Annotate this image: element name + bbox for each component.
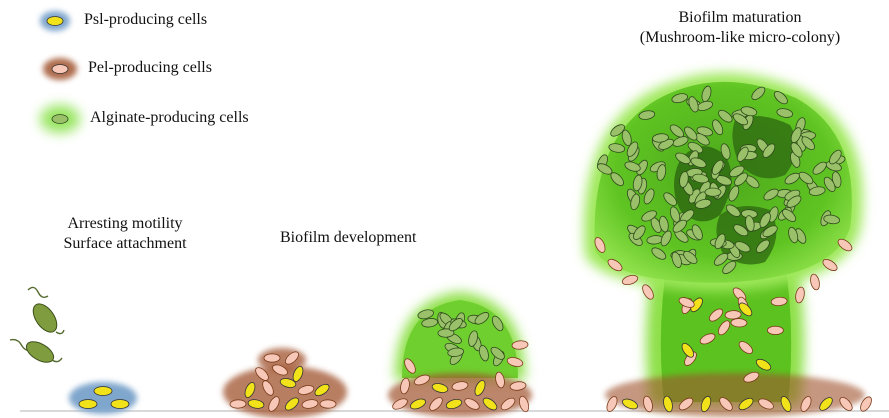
pel-cell — [809, 273, 821, 290]
pel-cell — [264, 354, 280, 362]
stage-maturation-line2: (Mushroom-like micro-colony) — [590, 28, 889, 48]
attached-cell-cluster — [69, 382, 137, 414]
legend-label: Psl-producing cells — [84, 11, 207, 29]
stage-attachment-title: Arresting motility Surface attachment — [40, 214, 210, 254]
legend-alginate-icon — [40, 105, 80, 133]
developing-biofilm-dome — [388, 292, 532, 417]
motile-bacterium-icon — [10, 338, 62, 367]
stage-maturation-title: Biofilm maturation (Mushroom-like micro-… — [590, 8, 889, 48]
pel-cell — [731, 318, 747, 327]
mushroom-microcolony — [584, 73, 874, 417]
stage-development-title: Biofilm development — [280, 228, 416, 248]
pel-cell — [230, 400, 246, 409]
stage-maturation-line1: Biofilm maturation — [590, 8, 889, 28]
stage-attachment-line1: Arresting motility — [40, 214, 210, 234]
alg-cell — [705, 188, 721, 196]
legend-item-psl: Psl-producing cells — [84, 11, 207, 29]
legend-item-alginate: Alginate-producing cells — [90, 109, 249, 127]
legend-label: Alginate-producing cells — [90, 109, 249, 127]
legend-label: Pel-producing cells — [88, 59, 212, 77]
stage-attachment-line2: Surface attachment — [40, 234, 210, 254]
legend-pel-icon — [43, 58, 77, 80]
legend-psl-icon — [40, 11, 70, 31]
early-microcolony — [223, 348, 347, 418]
motile-bacterium-icon — [28, 287, 64, 336]
pel-cell — [320, 400, 336, 409]
legend-item-pel: Pel-producing cells — [88, 59, 212, 77]
pel-cell — [767, 326, 783, 334]
